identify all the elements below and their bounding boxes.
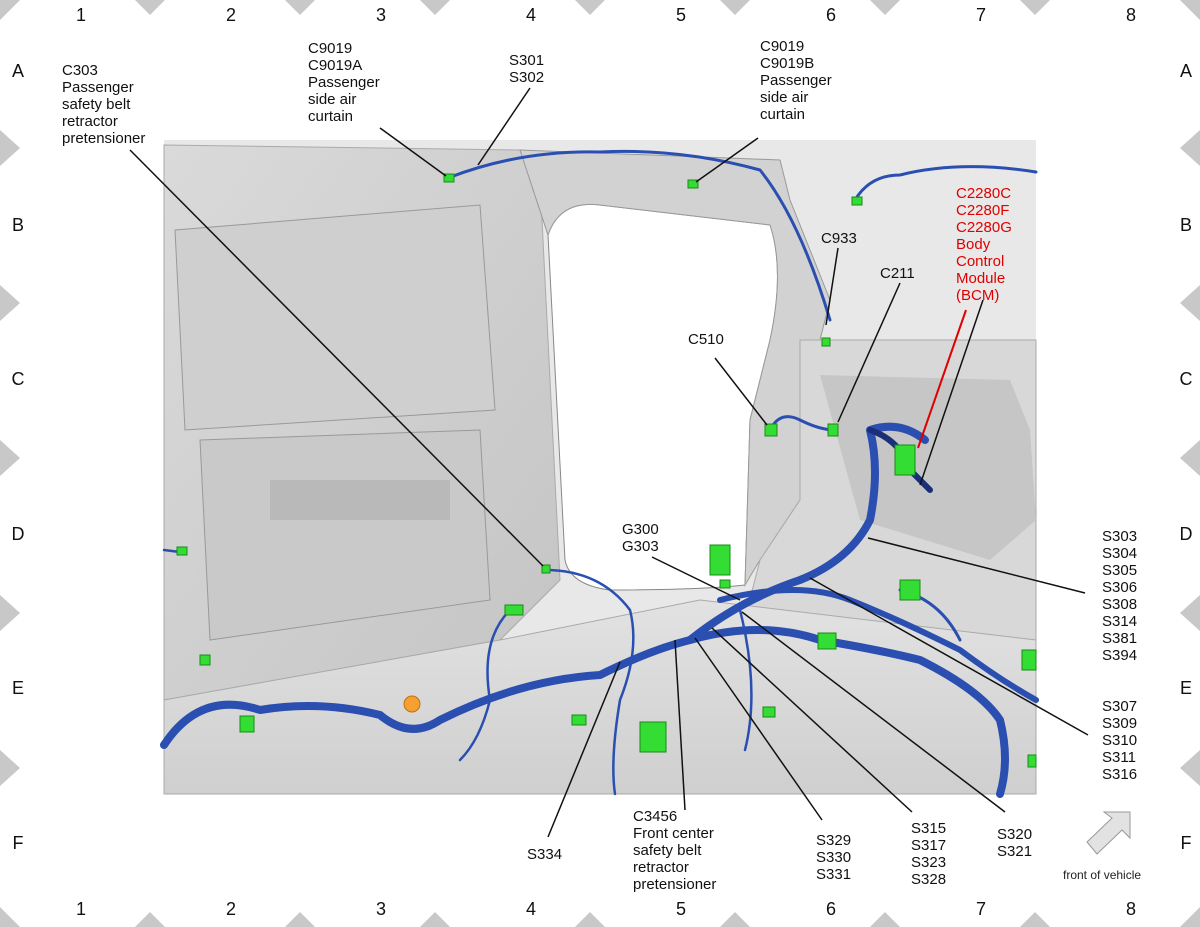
connectors — [176, 173, 1037, 768]
grid-col-bottom-4: 4 — [525, 899, 536, 919]
grid-row-right-e: E — [1179, 678, 1192, 698]
label-s301: S301 S302 — [509, 52, 545, 86]
label-s334: S334 — [527, 846, 563, 863]
label-s320: S320 S321 — [997, 826, 1033, 860]
bcm-leader-line — [917, 309, 967, 449]
grid-row-left-e: E — [11, 678, 24, 698]
leader-lines — [129, 87, 1089, 838]
grid-col-bottom-1: 1 — [75, 899, 86, 919]
grid-row-left-a: A — [11, 61, 24, 81]
label-s303: S303 S304 S305 S306 S308 S314 S381 S394 — [1102, 528, 1138, 664]
grid-col-top-1: 1 — [75, 5, 86, 25]
label-s307: S307 S309 S310 S311 S316 — [1102, 698, 1138, 783]
grid-row-right-f: F — [1180, 833, 1192, 853]
grommet-marker — [403, 695, 421, 713]
grid-col-bottom-7: 7 — [975, 899, 986, 919]
front-arrow-icon — [1086, 811, 1131, 855]
label-s315: S315 S317 S323 S328 — [911, 820, 947, 888]
grid-col-top-6: 6 — [825, 5, 836, 25]
label-c3456: C3456 Front center safety belt retractor… — [633, 808, 717, 893]
label-c510: C510 — [688, 331, 724, 348]
label-c9019a: C9019 C9019A Passenger side air curtain — [308, 40, 380, 125]
grid-col-top-5: 5 — [675, 5, 686, 25]
grid-row-right-b: B — [1179, 215, 1192, 235]
label-c303: C303 Passenger safety belt retractor pre… — [62, 62, 146, 147]
label-g300: G300 G303 — [622, 521, 659, 555]
label-c211: C211 — [880, 265, 915, 282]
body-illustration — [163, 140, 1037, 795]
grid-col-top-4: 4 — [525, 5, 536, 25]
wire-harness — [160, 149, 1039, 798]
grid-col-bottom-5: 5 — [675, 899, 686, 919]
grid-row-left-d: D — [11, 524, 25, 544]
label-c9019b: C9019 C9019B Passenger side air curtain — [760, 38, 832, 123]
label-c933: C933 — [821, 230, 857, 247]
grid-row-left-c: C — [11, 369, 25, 389]
grid-row-left-b: B — [11, 215, 24, 235]
grid-row-left-f: F — [12, 833, 24, 853]
grid-col-top-8: 8 — [1125, 5, 1136, 25]
label-s329: S329 S330 S331 — [816, 832, 852, 883]
grid-col-top-2: 2 — [225, 5, 236, 25]
grid-col-bottom-8: 8 — [1125, 899, 1136, 919]
front-of-vehicle-label: front of vehicle — [1063, 868, 1142, 882]
grid-col-top-7: 7 — [975, 5, 986, 25]
grid-col-bottom-3: 3 — [375, 899, 386, 919]
grid-col-top-3: 3 — [375, 5, 386, 25]
grid-col-bottom-6: 6 — [825, 899, 836, 919]
grid-row-right-a: A — [1179, 61, 1192, 81]
grid-row-right-c: C — [1179, 369, 1193, 389]
grid-row-right-d: D — [1179, 524, 1193, 544]
label-bcm: C2280C C2280F C2280G Body Control Module… — [956, 185, 1012, 304]
grid-col-bottom-2: 2 — [225, 899, 236, 919]
